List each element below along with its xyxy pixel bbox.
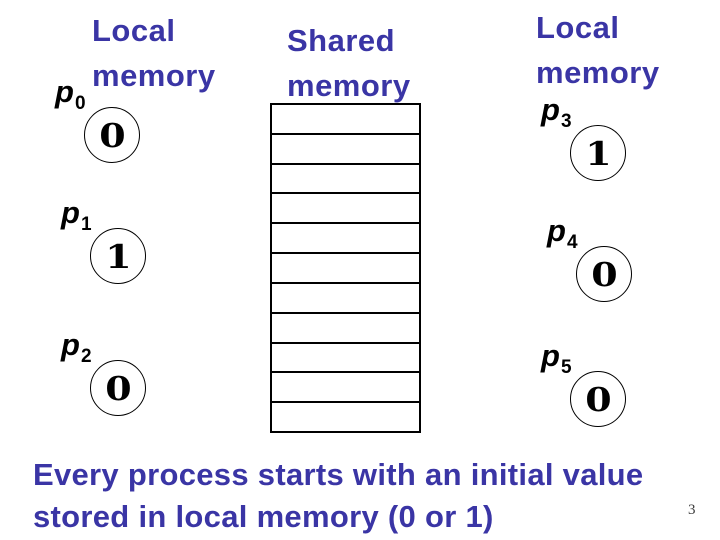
memory-cell xyxy=(272,403,419,431)
process-subscript: 2 xyxy=(80,346,92,367)
process-value-circle-p3: 1 xyxy=(570,125,626,181)
memory-cell xyxy=(272,194,419,225)
process-value-circle-p4: 0 xyxy=(576,246,632,302)
process-subscript: 1 xyxy=(80,214,92,235)
process-letter: p xyxy=(55,74,74,109)
process-label-p2: p2 xyxy=(61,329,92,372)
process-label-p1: p1 xyxy=(61,197,92,240)
process-node-p2: p2 0 xyxy=(61,329,146,416)
process-value-circle-p1: 1 xyxy=(90,228,146,284)
process-node-p4: p4 0 xyxy=(547,215,632,302)
heading-line: memory xyxy=(536,55,660,90)
process-letter: p xyxy=(547,213,566,248)
heading-local-memory-left: Local memory xyxy=(92,8,216,98)
process-label-p4: p4 xyxy=(547,215,578,258)
heading-local-memory-right: Local memory xyxy=(536,5,660,95)
heading-line: Local xyxy=(92,13,176,48)
process-subscript: 5 xyxy=(560,357,572,378)
process-value: 1 xyxy=(104,236,132,276)
memory-cell xyxy=(272,135,419,165)
process-label-p0: p0 xyxy=(55,76,86,119)
process-letter: p xyxy=(541,338,560,373)
memory-cell xyxy=(272,224,419,255)
memory-cell xyxy=(272,254,419,284)
memory-cell xyxy=(272,165,419,195)
caption: Every process starts with an initial val… xyxy=(33,454,643,538)
process-value: 0 xyxy=(98,115,126,155)
process-subscript: 3 xyxy=(560,111,572,132)
memory-cell xyxy=(272,284,419,314)
shared-memory-grid xyxy=(270,103,421,433)
process-value-circle-p2: 0 xyxy=(90,360,146,416)
memory-cell xyxy=(272,314,419,344)
process-node-p0: p0 0 xyxy=(55,76,140,163)
process-letter: p xyxy=(541,92,560,127)
caption-line-2: stored in local memory (0 or 1) xyxy=(33,499,494,534)
process-node-p5: p5 0 xyxy=(541,340,626,427)
caption-line-1: Every process starts with an initial val… xyxy=(33,457,644,492)
process-value: 0 xyxy=(104,368,132,408)
heading-line: memory xyxy=(92,58,216,93)
heading-line: memory xyxy=(287,68,411,103)
process-label-p3: p3 xyxy=(541,94,572,137)
process-value: 1 xyxy=(584,133,612,173)
process-label-p5: p5 xyxy=(541,340,572,383)
process-letter: p xyxy=(61,327,80,362)
process-value-circle-p5: 0 xyxy=(570,371,626,427)
process-subscript: 0 xyxy=(74,93,86,114)
heading-line: Shared xyxy=(287,23,396,58)
process-value-circle-p0: 0 xyxy=(84,107,140,163)
memory-cell xyxy=(272,105,419,135)
memory-cell xyxy=(272,344,419,374)
process-node-p3: p3 1 xyxy=(541,94,626,181)
heading-line: Local xyxy=(536,10,620,45)
process-value: 0 xyxy=(584,379,612,419)
page-number: 3 xyxy=(688,502,696,518)
memory-cell xyxy=(272,373,419,404)
process-value: 0 xyxy=(590,254,618,294)
process-node-p1: p1 1 xyxy=(61,197,146,284)
heading-shared-memory: Shared memory xyxy=(287,18,411,108)
process-subscript: 4 xyxy=(566,232,578,253)
process-letter: p xyxy=(61,195,80,230)
